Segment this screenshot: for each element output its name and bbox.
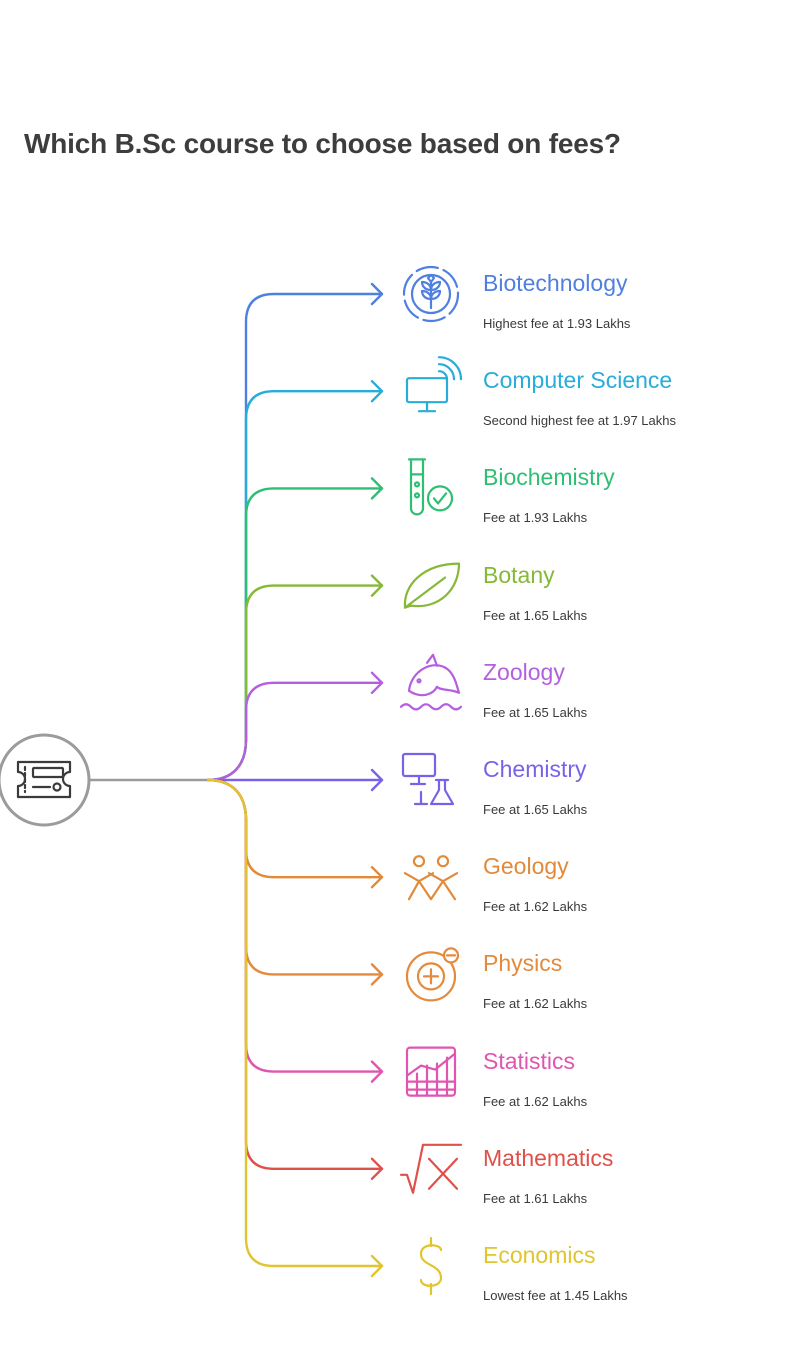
atom-charge-icon — [405, 947, 460, 1002]
connector-line — [206, 778, 384, 879]
dolphin-icon — [399, 653, 463, 711]
course-icons — [399, 265, 463, 1296]
connector-line — [206, 487, 384, 782]
course-name: Economics — [483, 1242, 596, 1268]
course-description: Lowest fee at 1.45 Lakhs — [483, 1288, 628, 1303]
root-circle — [0, 733, 91, 827]
course-description: Fee at 1.62 Lakhs — [483, 996, 588, 1012]
ticket-icon — [16, 760, 72, 799]
test-tube-check-icon — [407, 458, 454, 516]
course-name: Zoology — [483, 658, 565, 685]
course-name: Statistics — [483, 1047, 576, 1074]
course-name: Computer Science — [483, 367, 673, 394]
people-group-icon — [403, 855, 459, 901]
dollar-icon — [419, 1236, 443, 1296]
arrow-head — [370, 1060, 384, 1083]
course-name: Geology — [483, 853, 569, 880]
arrow-head — [370, 768, 384, 792]
connector-line — [206, 778, 384, 1268]
page-title: Which B.Sc course to choose based on fee… — [24, 128, 621, 159]
arrow-head — [370, 1254, 384, 1278]
course-description: Fee at 1.65 Lakhs — [483, 802, 588, 817]
course-description: Fee at 1.65 Lakhs — [483, 607, 588, 623]
course-name: Biotechnology — [483, 270, 628, 296]
course-description: Highest fee at 1.93 Lakhs — [483, 316, 631, 331]
course-name: Botany — [483, 561, 555, 588]
course-description: Fee at 1.93 Lakhs — [483, 510, 588, 526]
root-node — [0, 733, 91, 827]
arrow-head — [370, 866, 384, 889]
leaf-icon — [403, 562, 461, 609]
connector-line — [206, 778, 384, 1073]
course-description: Second highest fee at 1.97 Lakhs — [483, 413, 676, 429]
course-name: Chemistry — [483, 756, 587, 782]
arrow-head — [370, 574, 384, 597]
arrow-head — [370, 963, 384, 986]
course-description: Fee at 1.62 Lakhs — [483, 899, 588, 915]
course-description: Fee at 1.62 Lakhs — [483, 1093, 588, 1109]
arrow-head — [370, 671, 384, 694]
chart-grid-icon — [405, 1046, 457, 1097]
smart-monitor-icon — [405, 356, 463, 413]
course-name: Mathematics — [483, 1144, 614, 1171]
wheat-icon — [402, 265, 460, 323]
arrow-head — [370, 1157, 384, 1180]
arrow-head — [370, 477, 384, 500]
square-root-icon — [399, 1143, 463, 1194]
computer-flask-icon — [401, 752, 455, 806]
arrow-head — [370, 380, 384, 403]
arrow-head — [370, 282, 384, 306]
branch-connectors — [89, 282, 384, 1278]
course-description: Fee at 1.61 Lakhs — [483, 1190, 588, 1206]
connector-line — [206, 681, 384, 782]
course-description: Fee at 1.65 Lakhs — [483, 704, 588, 720]
course-name: Physics — [483, 950, 563, 977]
connector-line — [206, 292, 384, 782]
course-name: Biochemistry — [483, 464, 615, 491]
